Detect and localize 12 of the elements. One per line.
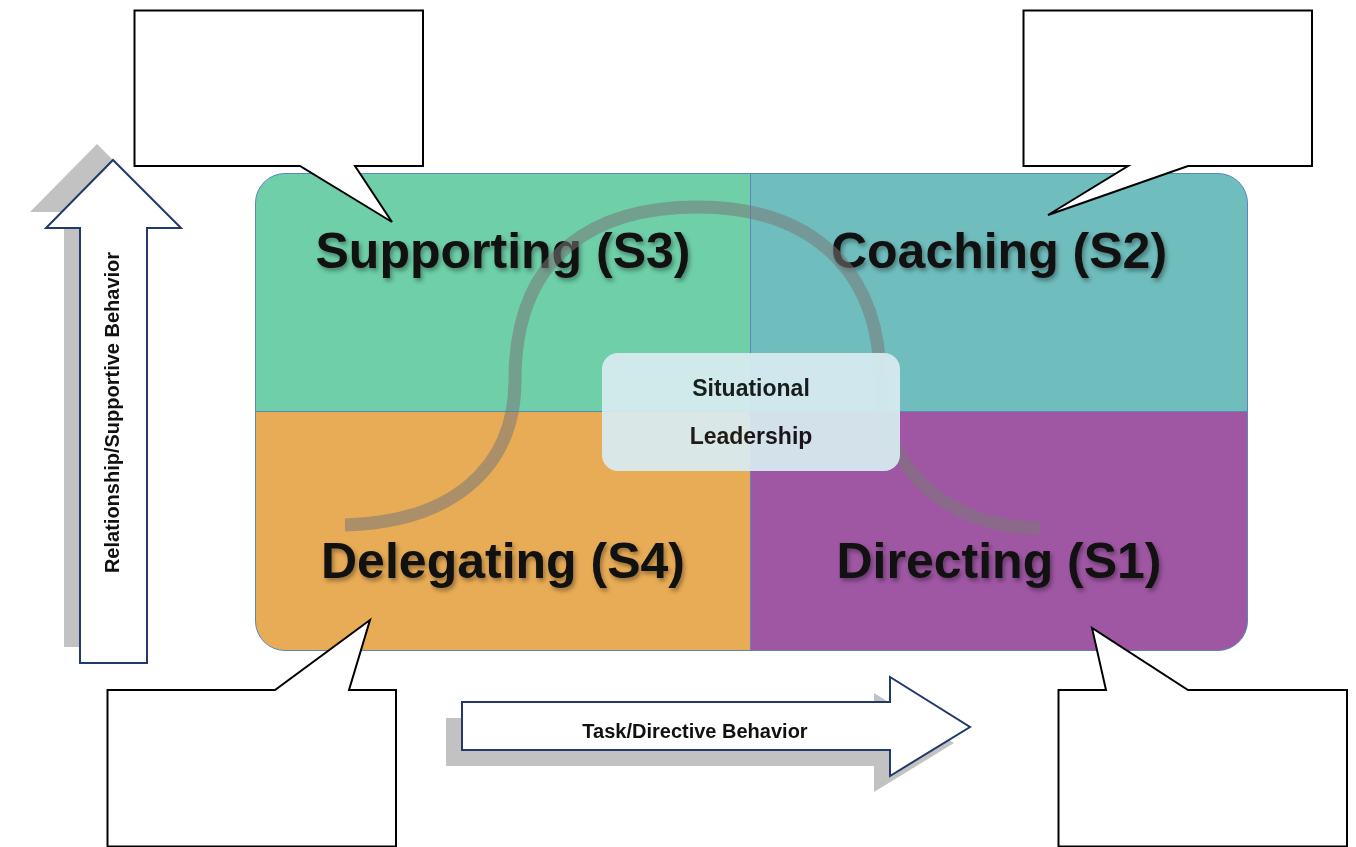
quadrant-label: Coaching (S2): [830, 222, 1168, 280]
axis-label: Relationship/Supportive Behavior: [101, 251, 125, 573]
center-label: Situational Leadership: [688, 374, 814, 451]
speech-bubble: [1023, 10, 1313, 216]
center-box: [602, 353, 900, 471]
quadrant-label: Supporting (S3): [315, 222, 691, 280]
speech-bubble: [134, 10, 424, 223]
quadrant-label: Delegating (S4): [321, 532, 685, 590]
speech-bubble: [1058, 626, 1348, 847]
quadrant-label: Directing (S1): [836, 532, 1162, 590]
axis-label: Task/Directive Behavior: [582, 719, 808, 743]
speech-bubble: [107, 619, 397, 847]
